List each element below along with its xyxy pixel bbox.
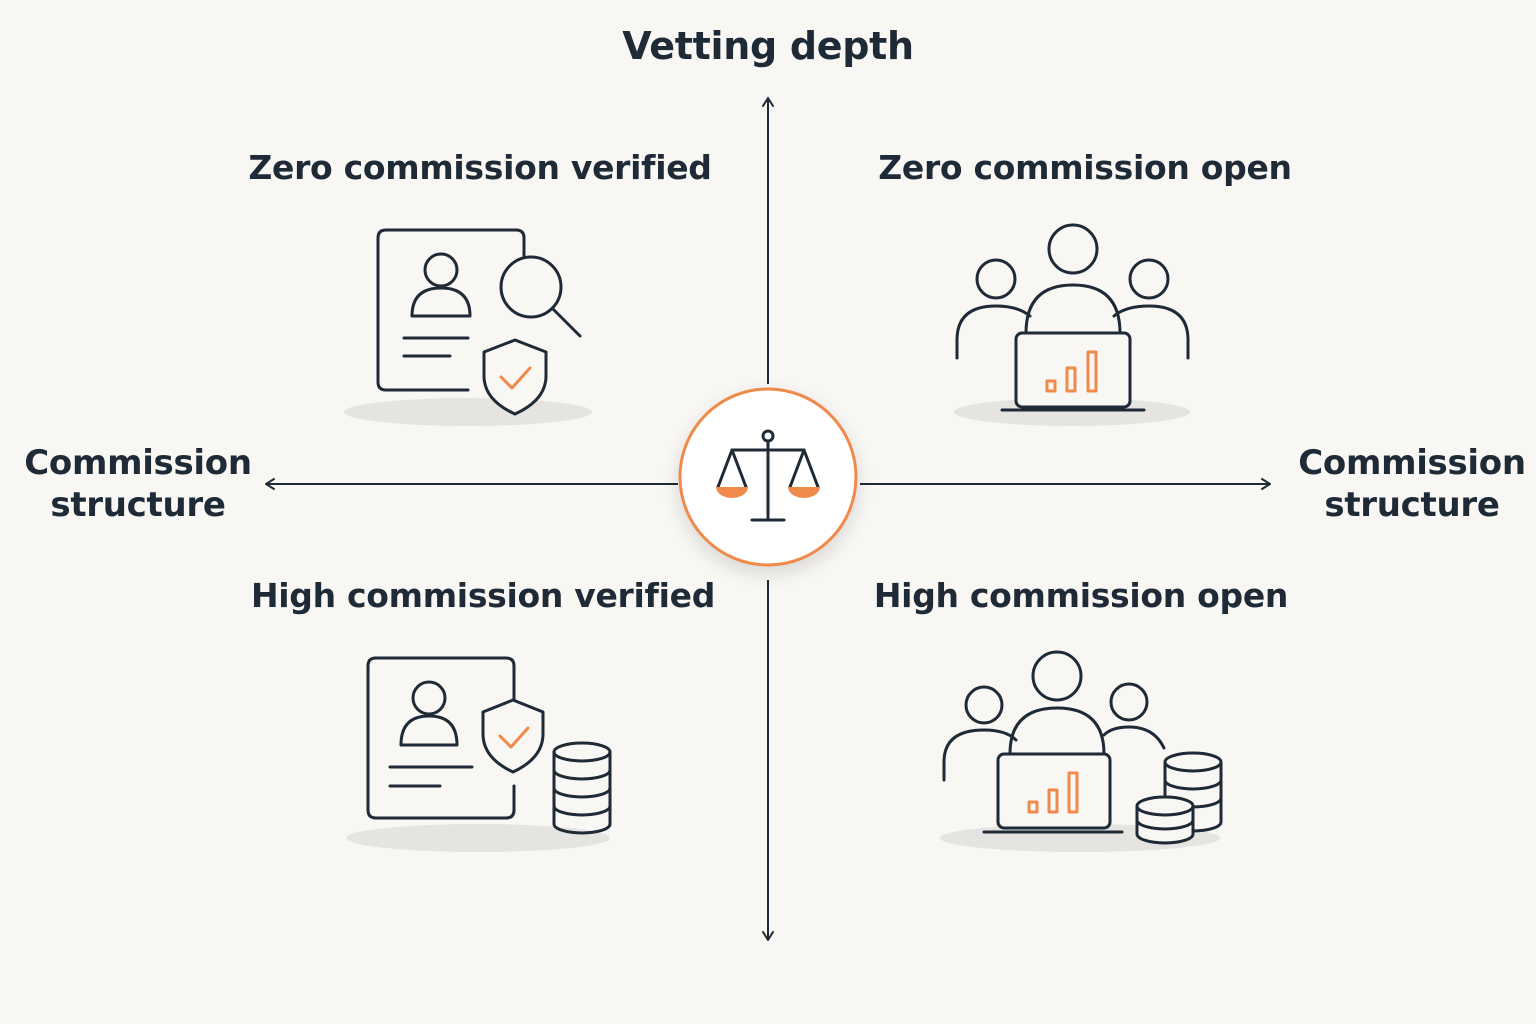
left-axis-label: Commission structure	[24, 443, 252, 525]
quadrant-bottom-right-title: High commission open	[873, 576, 1289, 615]
right-axis-label: Commission structure	[1298, 443, 1526, 525]
axes	[265, 97, 1271, 941]
verified-profile-coins-icon	[346, 656, 612, 852]
open-network-icon	[954, 223, 1190, 426]
quadrant-top-left-title: Zero commission verified	[248, 148, 712, 187]
vertical-axis-label: Vetting depth	[622, 24, 914, 68]
verified-profile-icon	[344, 228, 592, 426]
open-network-coins-icon	[940, 650, 1223, 852]
quadrant-bottom-left-title: High commission verified	[250, 576, 716, 615]
quadrant-top-right-title: Zero commission open	[878, 148, 1292, 187]
balance-scale-icon	[676, 387, 860, 576]
